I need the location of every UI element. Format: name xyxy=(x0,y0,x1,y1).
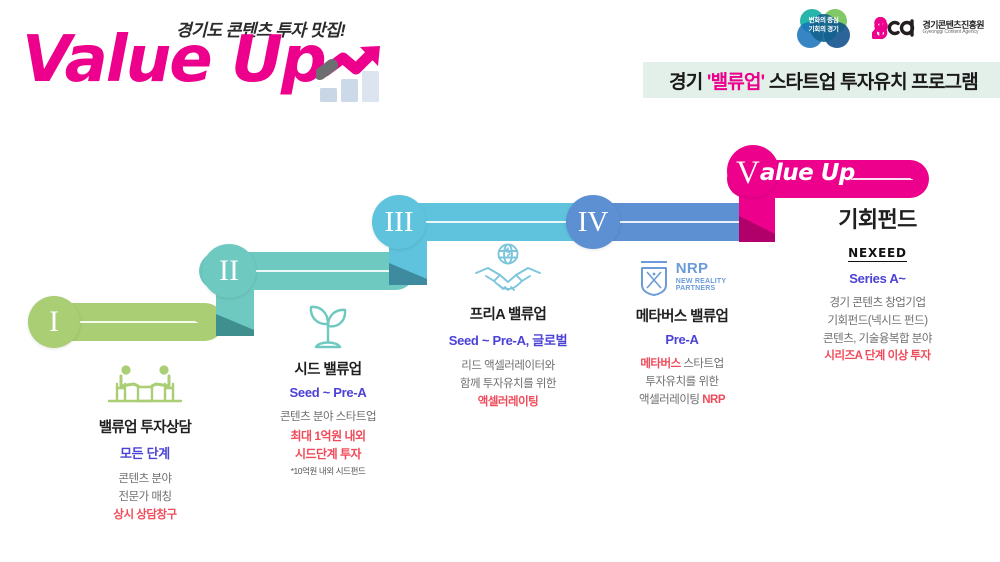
nrp-shield-icon xyxy=(640,261,667,296)
step-4-line-2: 투자유치를 위한 xyxy=(645,375,719,388)
step-1-stage: 모든 단계 xyxy=(120,446,170,461)
step-info-4: NRP NEW REALITY PARTNERS 메타버스 밸류업 Pre-A … xyxy=(600,245,764,409)
nrp-logo-words: NRP NEW REALITY PARTNERS xyxy=(675,259,727,293)
stair-dash-2 xyxy=(243,270,398,272)
step-4-body: 메타버스 스타트업 투자유치를 위한 액셀러레이팅 NRP xyxy=(600,356,764,409)
step-2-title: 시드 밸류업 xyxy=(294,362,362,378)
nrp-shield-logo: NRP NEW REALITY PARTNERS xyxy=(638,257,726,297)
seedling-sprout-icon xyxy=(309,305,347,349)
step-2-icon-wrap xyxy=(243,300,413,352)
stair-numeral-3: III xyxy=(384,205,414,238)
step-1-line-1: 콘텐츠 분야 xyxy=(118,473,172,485)
gyeonggi-province-logo: 변화의 중심 기회의 경기 xyxy=(792,8,856,48)
value-up-badge: V alue Up xyxy=(736,157,855,190)
stair-step-3[interactable]: III xyxy=(372,195,592,298)
step-1-body: 콘텐츠 분야 전문가 매칭 상시 상담창구 xyxy=(70,471,220,524)
value-up-badge-v: V xyxy=(736,155,760,191)
gca-korean-name: 경기콘텐츠진흥원 xyxy=(922,19,985,30)
gyeonggi-logo-line1: 변화의 중심 xyxy=(808,17,839,24)
rising-arrow-bar-chart-icon xyxy=(314,44,392,106)
stair-step-1[interactable]: I xyxy=(28,296,224,363)
step-3-icon-wrap xyxy=(420,243,596,297)
gca-logo-words: 경기콘텐츠진흥원 Gyeonggi Content Agency xyxy=(922,19,985,36)
stair-circle-1: I xyxy=(28,296,80,348)
stair-step-5[interactable]: V alue Up xyxy=(727,145,929,245)
stair-numeral-2: II xyxy=(219,254,239,287)
gca-english-name: Gyeonggi Content Agency xyxy=(922,29,979,36)
step-3-body: 리드 액셀러레이터와 함께 투자유치를 위한 액셀러레이팅 xyxy=(420,358,596,411)
step-1-line-2: 전문가 매칭 xyxy=(118,490,172,503)
step-info-3: 프리A 밸류업 Seed ~ Pre-A, 글로벌 리드 액셀러레이터와 함께 … xyxy=(420,243,596,411)
step-3-stage: Seed ~ Pre-A, 글로벌 xyxy=(448,333,568,348)
stair-dash-3 xyxy=(420,221,578,223)
program-title-prefix: 경기 xyxy=(669,71,707,93)
step-info-5: 기회펀드 NEXEED Series A~ 경기 콘텐츠 창업기업 기회펀드(넥… xyxy=(775,202,980,366)
program-title: 경기 '밸류업' 스타트업 투자유치 프로그램 xyxy=(669,67,979,94)
stair-step-2[interactable]: II xyxy=(199,244,415,347)
step-3-title: 프리A 밸류업 xyxy=(469,307,547,323)
step-2-body: 콘텐츠 분야 스타트업 최대 1억원 내외 시드단계 투자 *10억원 내외 시… xyxy=(243,409,413,478)
brand-tagline: 경기도 콘텐츠 투자 맛집! xyxy=(176,21,346,40)
step-4-line-1: 메타버스 스타트업 xyxy=(600,356,764,374)
step-5-line-2: 기회펀드(넥시드 펀드) xyxy=(827,314,928,327)
step-4-title: 메타버스 밸류업 xyxy=(635,309,729,325)
step-2-note: *10억원 내외 시드펀드 xyxy=(290,465,366,476)
nrp-name: NRP xyxy=(675,259,709,277)
gca-mark-icon xyxy=(870,16,918,41)
handshake-globe-icon xyxy=(475,243,541,291)
step-4-stage: Pre-A xyxy=(665,332,699,347)
step-1-highlight: 상시 상담창구 xyxy=(113,508,177,521)
step-info-2: 시드 밸류업 Seed ~ Pre-A 콘텐츠 분야 스타트업 최대 1억원 내… xyxy=(243,300,413,478)
gca-logo: 경기콘텐츠진흥원 Gyeonggi Content Agency xyxy=(870,16,985,41)
program-title-band: 경기 '밸류업' 스타트업 투자유치 프로그램 xyxy=(643,62,1000,98)
step-5-highlight: 시리즈A 단계 이상 투자 xyxy=(824,350,931,363)
stair-circle-4: IV xyxy=(566,195,620,249)
meeting-consultation-icon xyxy=(107,365,183,403)
stair-numeral-4: IV xyxy=(577,205,609,238)
step-2-stage: Seed ~ Pre-A xyxy=(289,385,367,400)
stair-circle-5 xyxy=(727,145,779,197)
nrp-sub-line1: NEW REALITY xyxy=(675,277,727,285)
nrp-sub-line2: PARTNERS xyxy=(675,285,716,293)
step-4-line-1-red: 메타버스 xyxy=(640,358,681,370)
step-2-highlight-2: 시드단계 투자 xyxy=(294,446,362,461)
step-1-icon-wrap xyxy=(70,358,220,410)
stair-circle-3: III xyxy=(372,195,426,249)
step-4-icon-wrap: NRP NEW REALITY PARTNERS xyxy=(600,245,764,297)
step-3-line-2: 함께 투자유치를 위한 xyxy=(459,377,557,390)
step-2-highlight-1: 최대 1억원 내외 xyxy=(290,428,366,443)
stair-step-4[interactable]: IV xyxy=(566,195,762,273)
value-up-badge-rest: alue Up xyxy=(759,160,856,186)
stair-dash-4 xyxy=(614,221,744,223)
step-3-line-1: 리드 액셀러레이터와 xyxy=(461,360,555,372)
step-info-1: 밸류업 투자상담 모든 단계 콘텐츠 분야 전문가 매칭 상시 상담창구 xyxy=(70,358,220,524)
stair-dash-5 xyxy=(851,178,913,180)
brand-logo-wordmark: Value Up xyxy=(22,23,327,97)
gyeonggi-logo-text: 변화의 중심 기회의 경기 xyxy=(792,16,856,35)
step-5-line-3: 콘텐츠, 기술융복합 분야 xyxy=(823,332,932,345)
program-title-highlight: '밸류업' xyxy=(706,71,765,93)
program-title-suffix: 스타트업 투자유치 프로그램 xyxy=(764,71,979,93)
stair-dash-1 xyxy=(68,321,198,323)
gyeonggi-logo-line2: 기회의 경기 xyxy=(808,26,839,34)
step-4-line-3: 액셀러레이팅 NRP xyxy=(600,392,764,410)
step-2-line-1: 콘텐츠 분야 스타트업 xyxy=(279,411,377,423)
stair-circle-2: II xyxy=(202,244,256,298)
step-1-title: 밸류업 투자상담 xyxy=(98,420,192,436)
corporate-logos: 변화의 중심 기회의 경기 경기콘텐츠진흥원 Gyeonggi Content … xyxy=(792,8,985,48)
step-5-stage: Series A~ xyxy=(849,271,906,286)
stair-numeral-1: I xyxy=(49,305,59,338)
step-3-highlight: 액셀러레이팅 xyxy=(477,395,539,408)
step-4-line-3-red: NRP xyxy=(702,393,725,406)
step-5-brand: NEXEED xyxy=(848,246,907,262)
step-5-title: 기회펀드 xyxy=(838,207,917,232)
step-4-line-3-gray: 액셀러레이팅 xyxy=(639,393,703,406)
step-5-line-1: 경기 콘텐츠 창업기업 xyxy=(829,297,926,309)
brand-logo-block: 경기도 콘텐츠 투자 맛집! Value Up xyxy=(18,6,388,111)
step-5-brand-wrap: NEXEED xyxy=(775,244,980,271)
step-4-line-1-gray: 스타트업 xyxy=(680,358,724,370)
step-5-body: 경기 콘텐츠 창업기업 기회펀드(넥시드 펀드) 콘텐츠, 기술융복합 분야 시… xyxy=(775,295,980,366)
